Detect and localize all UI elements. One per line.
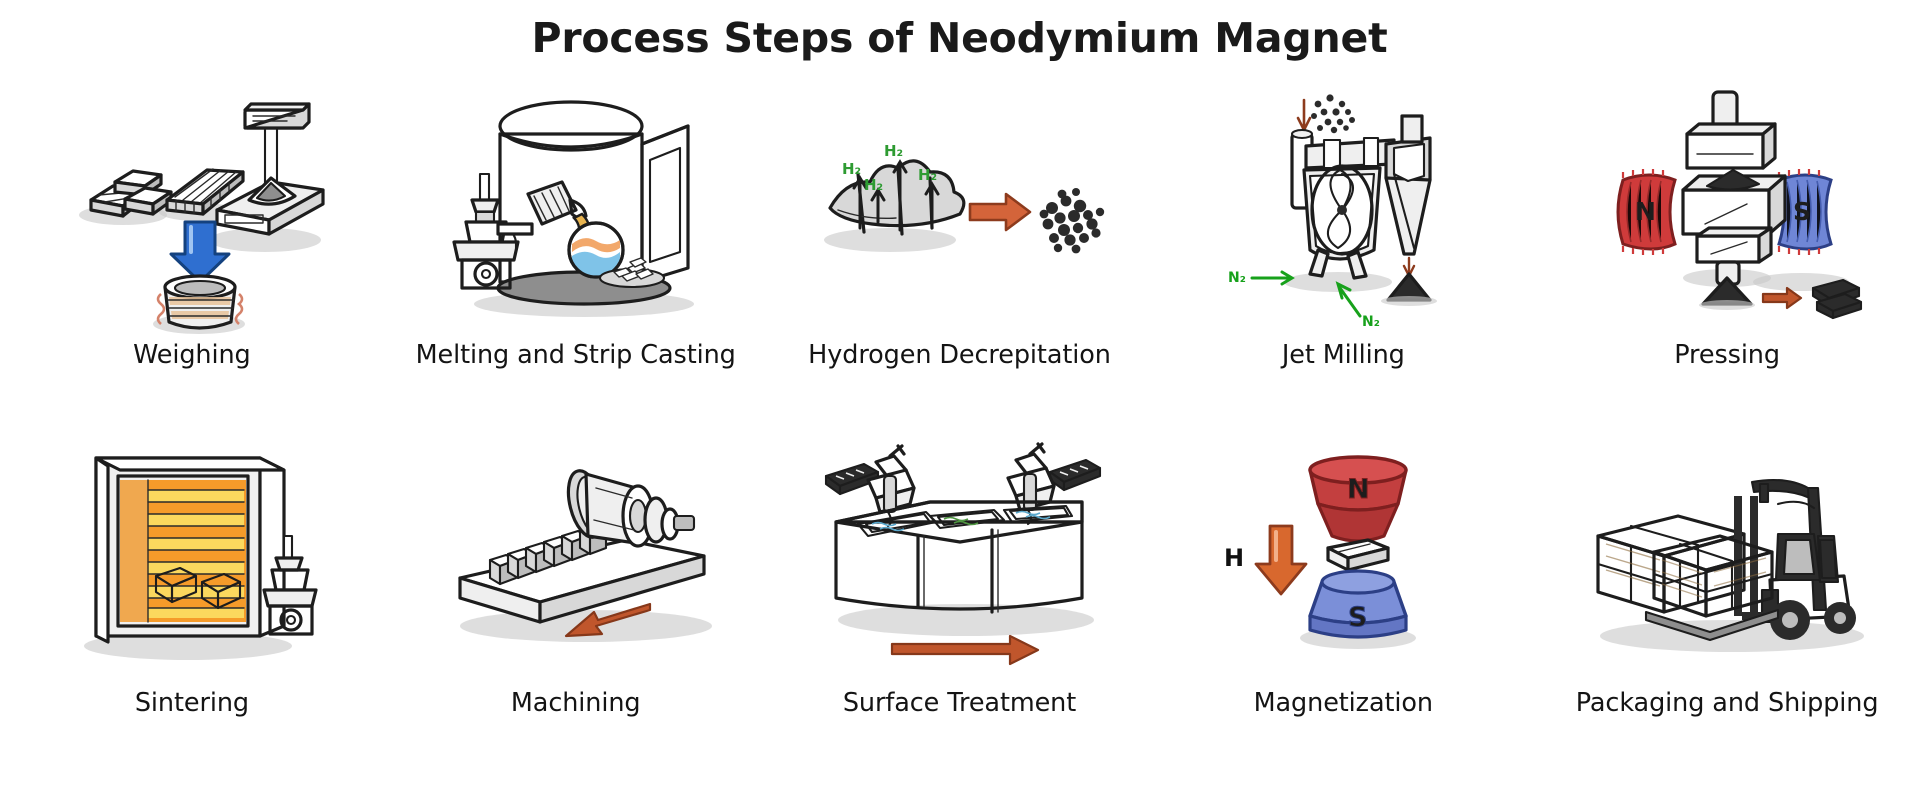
step-label: Packaging and Shipping — [1575, 688, 1879, 718]
pole-label-n: N — [1347, 474, 1370, 505]
coarse-powder — [1040, 188, 1105, 254]
melting-furnace-icon — [384, 82, 768, 332]
gas-label-n2: N₂ — [1362, 314, 1380, 330]
pole-label-s: S — [1348, 602, 1367, 633]
step-magnetization[interactable]: N S — [1151, 440, 1535, 786]
step-label: Melting and Strip Casting — [415, 340, 736, 370]
step-label: Machining — [510, 688, 641, 718]
step-jet-milling[interactable]: N₂ N₂ Jet Milling — [1151, 82, 1535, 440]
north-coil: N — [1616, 169, 1677, 255]
step-label: Pressing — [1674, 340, 1780, 370]
feed-powder — [1311, 94, 1356, 134]
step-label: Hydrogen Decrepitation — [808, 340, 1111, 370]
hydrogen-decrepitation-icon: H₂ H₂ H₂ H₂ — [768, 82, 1152, 332]
steps-grid: Weighing — [0, 82, 1919, 786]
red-process-arrow — [891, 634, 1040, 666]
weighing-scale-icon — [0, 82, 384, 334]
step-sintering[interactable]: Sintering — [0, 440, 384, 786]
step-label: Surface Treatment — [842, 688, 1077, 718]
jet-mill-icon: N₂ N₂ — [1151, 82, 1535, 332]
step-weighing[interactable]: Weighing — [0, 82, 384, 440]
steps-row-1: Weighing — [0, 82, 1919, 440]
gas-label-h2: H₂ — [918, 166, 937, 184]
magnetizer-icon: N S — [1151, 440, 1535, 680]
step-label: Weighing — [133, 340, 251, 370]
magnet-workpiece — [1326, 538, 1390, 572]
gas-label-h2: H₂ — [842, 160, 861, 178]
step-melting-and-strip-casting[interactable]: Melting and Strip Casting — [384, 82, 768, 440]
step-label: Sintering — [134, 688, 249, 718]
forklift-pallet-icon — [1535, 440, 1919, 680]
red-feed-arrow — [564, 602, 651, 638]
red-field-arrow — [1254, 524, 1308, 596]
step-machining[interactable]: Machining — [384, 440, 768, 786]
machining-grinder-icon — [384, 440, 768, 680]
pole-label-s: S — [1793, 197, 1811, 226]
gas-label-h2: H₂ — [864, 176, 883, 194]
gas-label-n2: N₂ — [1228, 270, 1246, 286]
gas-label-h2: H₂ — [884, 142, 903, 160]
field-label-h: H — [1224, 544, 1244, 572]
south-coil: S — [1777, 169, 1833, 255]
steps-row-2: Sintering — [0, 440, 1919, 786]
south-pole-coil: S — [1308, 569, 1408, 639]
step-hydrogen-decrepitation[interactable]: H₂ H₂ H₂ H₂ — [768, 82, 1152, 440]
green-compact — [1812, 278, 1863, 320]
blue-down-arrow — [169, 220, 231, 284]
step-label: Magnetization — [1253, 688, 1433, 718]
step-pressing[interactable]: N S — [1535, 82, 1919, 440]
step-packaging-and-shipping[interactable]: Packaging and Shipping — [1535, 440, 1919, 786]
pole-label-n: N — [1635, 197, 1656, 226]
press-magnet-icon: N S — [1535, 82, 1919, 332]
sintering-furnace-icon — [0, 440, 384, 680]
plating-tanks-icon — [768, 440, 1152, 680]
step-label: Jet Milling — [1281, 340, 1405, 370]
page-title: Process Steps of Neodymium Magnet — [531, 14, 1388, 62]
north-pole-coil: N — [1308, 455, 1408, 543]
step-surface-treatment[interactable]: Surface Treatment — [768, 440, 1152, 786]
red-arrow — [969, 192, 1032, 232]
